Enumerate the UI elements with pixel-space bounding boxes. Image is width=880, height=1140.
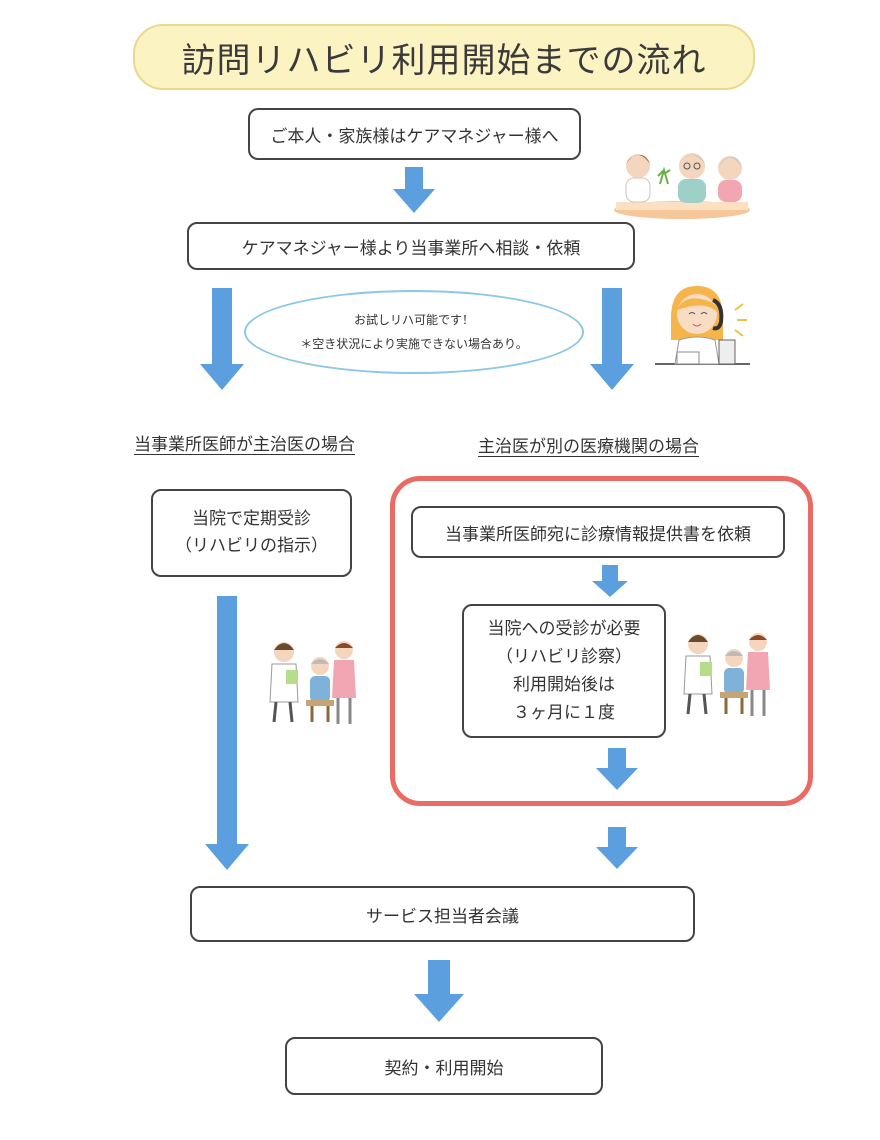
step-box-consult-caremanager: ご本人・家族様はケアマネジャー様へ [248,108,581,160]
phone-call-illustration [655,286,750,365]
arrow-down-icon [205,596,249,870]
step-box-request-medical-info: 当事業所医師宛に診療情報提供書を依頼 [411,506,785,558]
step-box-contract-start: 契約・利用開始 [285,1037,603,1095]
page-title: 訪問リハビリ利用開始までの流れ [133,24,755,90]
arrow-down-icon [596,827,638,869]
arrow-down-icon [200,288,244,390]
doctor-patient-illustration [269,641,356,724]
step-box-request-to-office: ケアマネジャー様より当事業所へ相談・依頼 [187,222,635,270]
visit-required-line4: ３ヶ月に１度 [513,703,615,724]
arrow-down-icon [393,167,435,213]
arrow-down-icon [596,748,638,790]
visit-required-line2: （リハビリ診察） [496,646,632,667]
other-hospital-highlight-frame [390,476,813,806]
doctor-patient-illustration [683,633,770,716]
visit-required-line3: 利用開始後は [513,675,615,695]
arrow-down-icon [590,288,634,390]
trial-note-line2: ＊空き状況により実施できない場合あり。 [300,337,528,351]
trial-note-line1: お試しリハ可能です！ [353,313,474,327]
right-branch-heading: 主治医が別の医療機関の場合 [478,437,699,457]
step-box-service-meeting: サービス担当者会議 [190,886,695,942]
step-box-regular-checkup: 当院で定期受診 （リハビリの指示） [151,489,352,577]
arrow-down-icon [414,960,464,1022]
step-box-visit-required: 当院への受診が必要 （リハビリ診察） 利用開始後は ３ヶ月に１度 [462,604,666,738]
visit-required-line1: 当院への受診が必要 [487,618,641,639]
regular-checkup-line2: （リハビリの指示） [175,536,328,556]
arrow-down-icon [592,565,628,597]
trial-rehab-note: お試しリハ可能です！ ＊空き状況により実施できない場合あり。 [244,290,584,374]
regular-checkup-line1: 当院で定期受診 [192,508,311,529]
family-consultation-illustration [614,153,750,219]
left-branch-heading: 当事業所医師が主治医の場合 [134,435,355,455]
